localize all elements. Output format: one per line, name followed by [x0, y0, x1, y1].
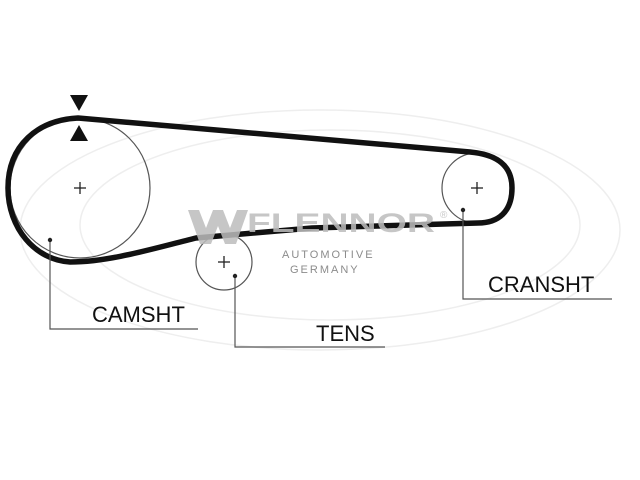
camshaft-leader-dot — [47, 237, 53, 243]
crankshaft-leader-dot — [460, 207, 466, 213]
crankshaft-label: CRANSHT — [488, 272, 594, 297]
tensioner-center-icon — [218, 256, 230, 268]
timing-belt — [5, 115, 515, 265]
watermark-brand: FLENNOR — [247, 208, 435, 238]
camshaft-center-icon — [74, 182, 86, 194]
watermark-logo-icon — [188, 210, 248, 244]
camshaft-leader-line — [49, 240, 198, 330]
crankshaft-center-icon — [471, 182, 483, 194]
watermark-line1: AUTOMOTIVE — [282, 249, 375, 261]
tensioner-leader-line — [234, 276, 385, 348]
camshaft-label: CAMSHT — [92, 302, 185, 327]
tensioner-leader-dot — [232, 273, 238, 279]
timing-mark-up-arrow-icon — [70, 125, 88, 141]
crankshaft-leader-line — [462, 210, 612, 300]
tensioner-label: TENS — [316, 321, 375, 346]
watermark-logo: FLENNOR ® AUTOMOTIVE GERMANY — [188, 208, 448, 276]
watermark-line2: GERMANY — [290, 264, 360, 276]
timing-mark-down-arrow-icon — [70, 95, 88, 111]
watermark-registered: ® — [440, 210, 448, 221]
